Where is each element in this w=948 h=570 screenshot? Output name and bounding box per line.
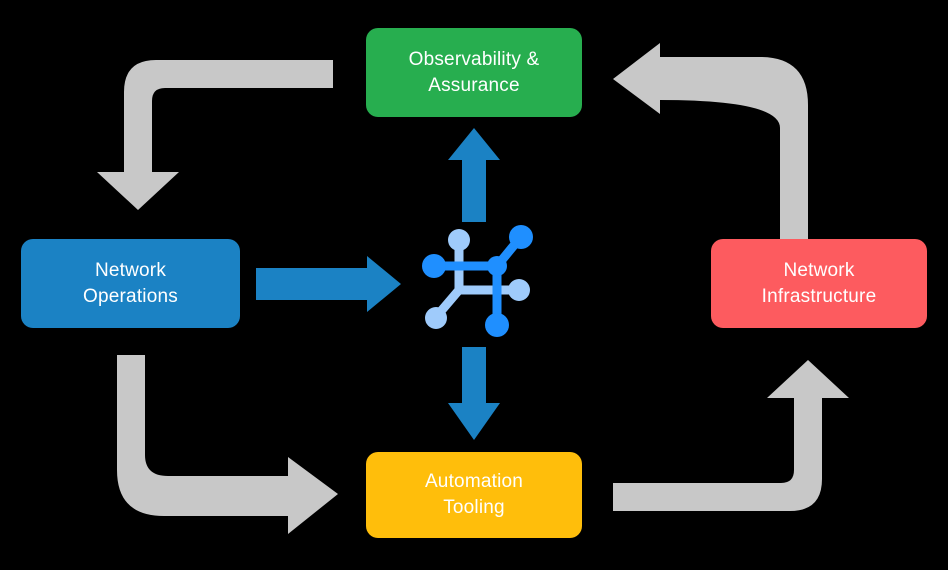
- node-network-operations[interactable]: Network Operations: [21, 239, 240, 328]
- blue-arrow-center-to-observability: [448, 128, 500, 222]
- node-network-infrastructure-label: Network Infrastructure: [761, 259, 877, 307]
- node-network-infrastructure[interactable]: Network Infrastructure: [711, 239, 927, 328]
- node-automation-tooling-label: Automation Tooling: [424, 471, 524, 518]
- blue-arrow-center-to-automation: [448, 347, 500, 440]
- gray-arrow-observability-to-operations: [97, 60, 333, 210]
- node-observability-assurance[interactable]: Observability & Assurance: [366, 28, 582, 117]
- node-observability-label: Observability & Assurance: [408, 48, 540, 96]
- node-automation-tooling[interactable]: Automation Tooling: [366, 452, 582, 538]
- node-network-operations-label: Network Operations: [83, 259, 178, 307]
- gray-arrow-automation-to-infrastructure: [613, 360, 849, 511]
- gray-arrow-operations-to-automation: [117, 355, 338, 534]
- gray-arrow-infrastructure-to-observability: [613, 43, 808, 240]
- network-topology-icon: [422, 225, 533, 337]
- blue-arrow-operations-to-center: [256, 256, 401, 312]
